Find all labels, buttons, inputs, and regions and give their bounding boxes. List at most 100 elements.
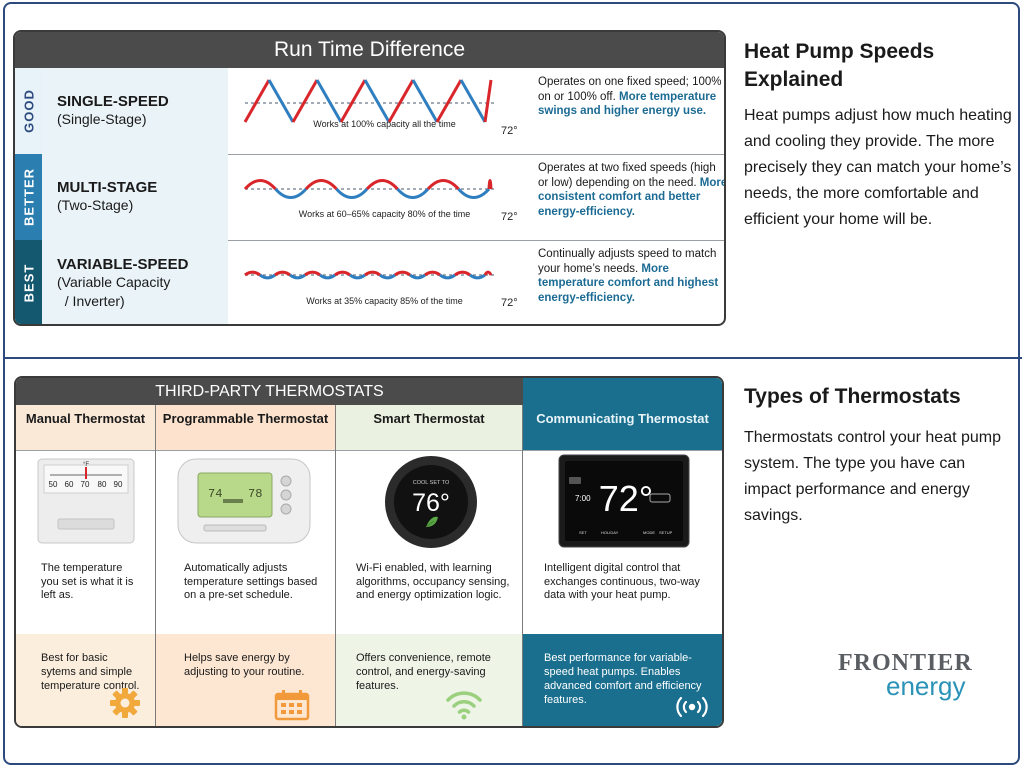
- types-of-thermostats-heading: Types of Thermostats: [744, 385, 961, 408]
- svg-text:90: 90: [114, 480, 123, 489]
- wave-heating-segment: [387, 79, 415, 123]
- capacity-caption: Works at 60–65% capacity 80% of the time: [298, 209, 471, 219]
- speed-row-variable: BEST VARIABLE-SPEED (Variable Capacity /…: [15, 240, 724, 324]
- thermostat-benefit: Best performance for variable-speed heat…: [523, 634, 722, 726]
- wifi-icon: [446, 691, 482, 720]
- wave-heating-segment: [364, 270, 381, 277]
- wave-cooling-segment: [457, 187, 491, 200]
- wave-cooling-segment: [289, 273, 306, 280]
- wave-heating-segment: [243, 178, 277, 191]
- wave-cooling-segment: [315, 79, 343, 123]
- wave-heating-segment: [243, 79, 271, 123]
- wave-cooling-segment: [409, 273, 426, 280]
- svg-text:76°: 76°: [412, 489, 450, 517]
- run-time-panel: Run Time Difference GOOD SINGLE-SPEED (S…: [13, 30, 726, 326]
- svg-text:72°: 72°: [599, 478, 653, 519]
- temperature-wave-variable: [244, 270, 494, 280]
- thermostat-column-smart: Smart Thermostat COOL SET TO 76° Wi-Fi e…: [336, 405, 523, 726]
- speed-name: SINGLE-SPEED: [57, 93, 169, 110]
- tier-label-best: BEST: [15, 240, 42, 324]
- temperature-wave-single: [243, 79, 494, 123]
- wave-cooling-segment: [335, 187, 369, 200]
- svg-text:SETUP: SETUP: [659, 530, 673, 535]
- thermostat-description: Wi-Fi enabled, with learning algorithms,…: [356, 562, 510, 601]
- thermostat-heading: Programmable Thermostat: [156, 405, 335, 450]
- svg-text:HOLIDAY: HOLIDAY: [601, 530, 619, 535]
- speed-subtitle: (Variable Capacity / Inverter): [57, 273, 171, 309]
- wave-heating-segment: [426, 178, 460, 191]
- manual-thermostat-image: °F 50 60 70 80 90: [16, 450, 155, 552]
- smart-thermostat-image: COOL SET TO 76°: [336, 450, 522, 552]
- wave-heating-segment: [334, 270, 351, 277]
- wave-cooling-segment: [411, 79, 439, 123]
- thermostat-benefit: Offers convenience, remote control, and …: [336, 634, 522, 726]
- speed-name-cell: SINGLE-SPEED (Single-Stage): [42, 68, 228, 154]
- wave-cooling-segment: [439, 273, 456, 280]
- wave-heating-segment: [483, 270, 493, 276]
- capacity-caption: Works at 100% capacity all the time: [313, 119, 456, 129]
- speed-name: VARIABLE-SPEED: [57, 255, 189, 273]
- tier-label-good: GOOD: [15, 68, 42, 154]
- outer-frame: [3, 2, 1020, 765]
- thermostat-heading: Smart Thermostat: [336, 405, 522, 450]
- frontier-energy-logo: FRONTIER energy: [838, 650, 998, 702]
- svg-text:COOL SET TO: COOL SET TO: [413, 480, 450, 486]
- capacity-caption: Works at 35% capacity 85% of the time: [306, 296, 463, 306]
- speed-subtitle: (Two-Stage): [57, 197, 134, 213]
- svg-text:80: 80: [98, 480, 107, 489]
- wave-cooling-segment: [274, 187, 308, 200]
- svg-text:SET: SET: [579, 530, 587, 535]
- speed-name-cell: MULTI-STAGE (Two-Stage): [42, 154, 228, 240]
- thermostat-column-communicating: Communicating Thermostat 7:00 72° SET HO…: [523, 378, 722, 726]
- wave-cooling-segment: [469, 273, 486, 280]
- wave-heating-segment: [365, 178, 399, 191]
- thermostat-column-programmable: Programmable Thermostat 74 78 Automatica…: [156, 405, 336, 726]
- svg-text:MODE: MODE: [643, 530, 655, 535]
- scale-unit: °F: [83, 462, 89, 468]
- svg-text:70: 70: [81, 480, 90, 489]
- wave-heating-segment: [244, 270, 261, 277]
- svg-text:7:00: 7:00: [575, 494, 591, 503]
- wave-heating-segment: [394, 270, 411, 277]
- programmable-thermostat-image: 74 78: [156, 450, 335, 552]
- thermostat-description: The temperature you set is what it is le…: [41, 562, 134, 601]
- thermostat-description: Automatically adjusts temperature settin…: [184, 562, 318, 601]
- thermostats-panel: THIRD-PARTY THERMOSTATS Manual Thermosta…: [14, 376, 724, 728]
- section-divider: [3, 357, 1022, 359]
- wave-cooling-segment: [319, 273, 336, 280]
- wave-cooling-segment: [379, 273, 396, 280]
- wave-cooling-segment: [349, 273, 366, 280]
- setpoint-label: 72°: [501, 297, 518, 309]
- types-of-thermostats-text: Thermostats control your heat pump syste…: [744, 429, 1002, 524]
- svg-text:74: 74: [208, 487, 222, 501]
- tier-label-better: BETTER: [15, 154, 42, 240]
- thermostat-column-manual: Manual Thermostat °F 50 60 70 80 90 The …: [16, 405, 156, 726]
- speed-description: Continually adjusts speed to match your …: [538, 248, 719, 304]
- wave-cooling-segment: [363, 79, 391, 123]
- wave-heating-segment: [339, 79, 367, 123]
- wave-cooling-segment: [396, 187, 430, 200]
- speed-subtitle: (Single-Stage): [57, 111, 147, 127]
- wave-heating-segment: [291, 79, 319, 123]
- heat-pump-speeds-text: Heat pumps adjust how much heating and c…: [744, 107, 1012, 228]
- run-time-title: Run Time Difference: [15, 32, 724, 68]
- speed-row-multi: BETTER MULTI-STAGE (Two-Stage) 72° Works…: [15, 154, 724, 240]
- temperature-wave-multi: [243, 178, 494, 200]
- setpoint-label: 72°: [501, 125, 518, 137]
- wave-heating-segment: [487, 178, 493, 190]
- thermostat-description: Intelligent digital control that exchang…: [544, 562, 700, 601]
- signal-icon: [676, 696, 708, 718]
- logo-wordmark-top: FRONTIER: [838, 650, 973, 676]
- wave-heating-segment: [424, 270, 441, 277]
- svg-text:50: 50: [49, 480, 58, 489]
- thermostat-benefit: Best for basic sytems and simple tempera…: [16, 634, 155, 726]
- speed-description: Operates on one fixed speed; 100% on or …: [538, 76, 722, 117]
- wave-cooling-segment: [459, 79, 487, 123]
- speed-name: MULTI-STAGE: [57, 179, 158, 196]
- speed-name-cell: VARIABLE-SPEED (Variable Capacity / Inve…: [42, 240, 228, 324]
- svg-text:78: 78: [248, 487, 262, 501]
- thermostat-benefit: Helps save energy by adjusting to your r…: [156, 634, 335, 726]
- wave-heating-segment: [483, 79, 493, 123]
- gear-icon: [110, 688, 140, 718]
- svg-text:60: 60: [65, 480, 74, 489]
